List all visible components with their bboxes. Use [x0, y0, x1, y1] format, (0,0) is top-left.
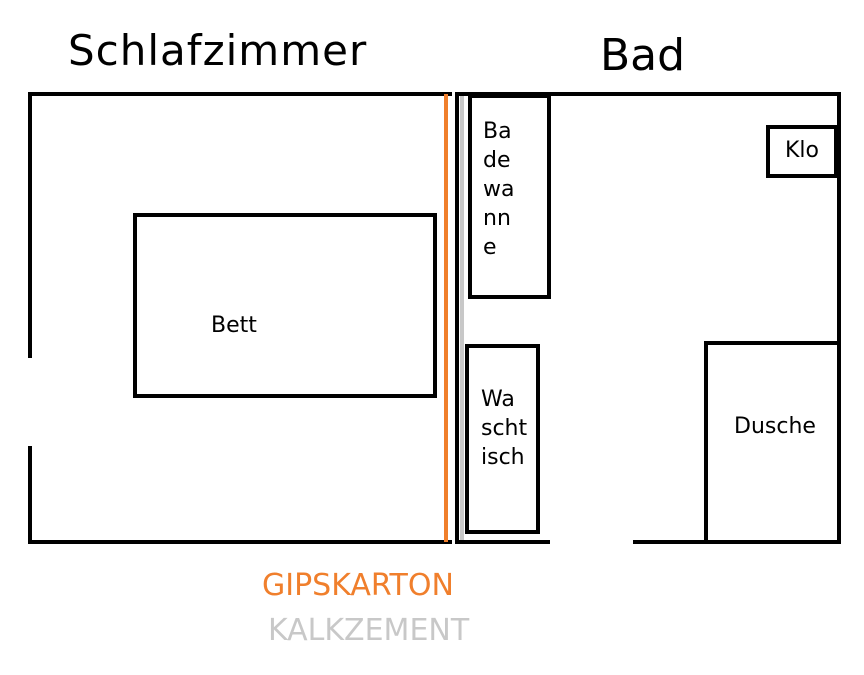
bath-wall-right	[837, 92, 841, 544]
bathtub-label-line: de	[483, 148, 511, 173]
washbasin-label-line: isch	[481, 445, 525, 470]
washbasin	[465, 344, 540, 534]
bedroom-wall-left-upper	[28, 92, 32, 358]
toilet-label: Klo	[785, 138, 819, 163]
shower-label: Dusche	[734, 414, 816, 439]
bath-wall-bottom-left	[455, 540, 550, 544]
bedroom-title: Schlafzimmer	[68, 26, 368, 75]
partition-wall-inner	[455, 92, 459, 544]
bathtub-label-line: Ba	[483, 119, 512, 144]
toilet	[766, 125, 838, 178]
bedroom-wall-bottom	[28, 540, 452, 544]
bath-title: Bad	[600, 30, 686, 81]
washbasin-label: Wa scht isch	[481, 385, 527, 472]
bed-label: Bett	[211, 313, 257, 338]
lime-cement-layer	[460, 94, 464, 542]
bathtub	[468, 94, 551, 299]
washbasin-label-line: scht	[481, 416, 528, 441]
bath-wall-top	[455, 92, 841, 96]
bathtub-label-line: wa	[483, 177, 515, 202]
bedroom-wall-top	[28, 92, 452, 96]
bathtub-label-line: e	[483, 235, 497, 260]
bed	[133, 213, 437, 398]
legend-lime-cement: KALKZEMENT	[268, 613, 470, 648]
bedroom-wall-left-lower	[28, 446, 32, 544]
shower	[704, 341, 841, 544]
legend-drywall: GIPSKARTON	[262, 568, 454, 603]
bathtub-label: Ba de wa nn e	[483, 117, 514, 262]
bathtub-label-line: nn	[483, 206, 511, 231]
washbasin-label-line: Wa	[481, 387, 515, 412]
drywall-partition	[444, 94, 448, 542]
